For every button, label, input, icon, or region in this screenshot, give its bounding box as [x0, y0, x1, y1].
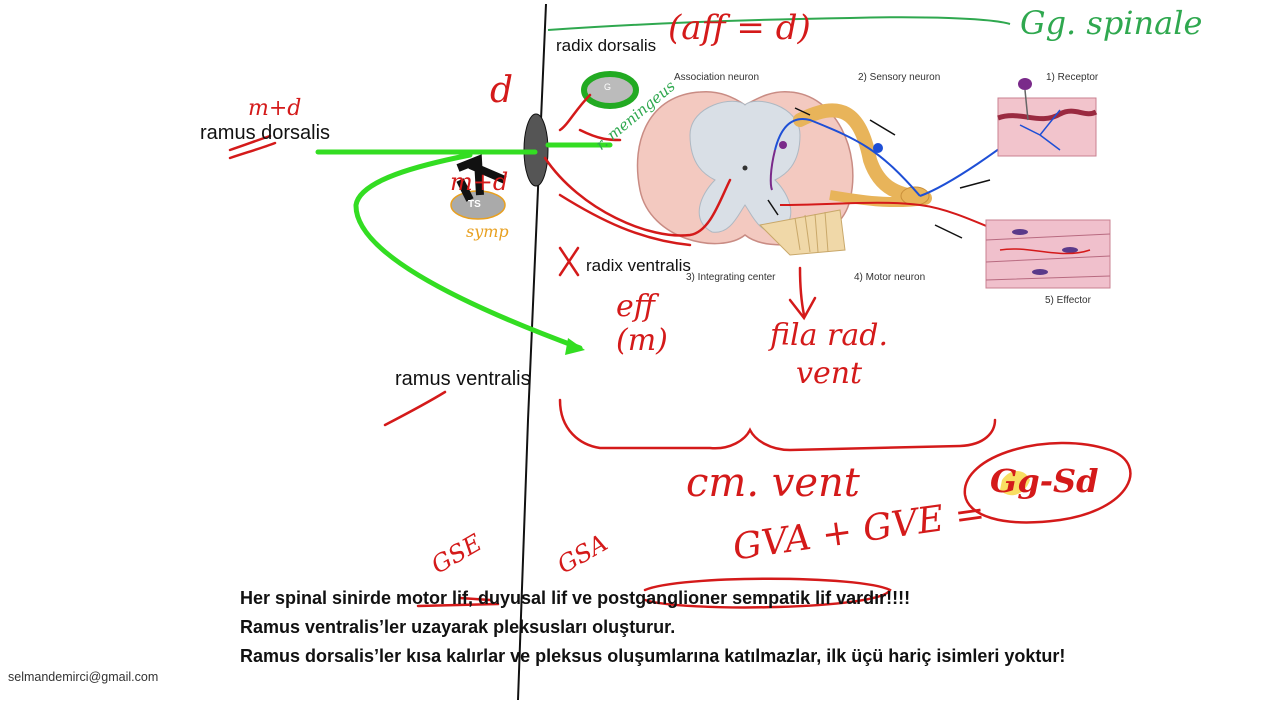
ink-symp: symp: [466, 222, 509, 241]
spinal-cord-section: [636, 90, 854, 256]
ventral-arrow-head: [565, 338, 585, 355]
label-sensory-neuron: 2) Sensory neuron: [858, 72, 941, 83]
ink-gg-spinale: Gg. spinale: [1020, 4, 1203, 42]
notes-block: Her spinal sinirde motor lif, duyusal li…: [240, 584, 1065, 671]
label-radix-ventralis: radix ventralis: [586, 256, 691, 275]
label-receptor: 1) Receptor: [1046, 72, 1099, 83]
receptor-skin-block: [997, 78, 1098, 157]
black-ink-mark: [456, 154, 507, 202]
green-ink-line: [547, 16, 1011, 31]
label-sympathetic-ganglion: TS: [468, 199, 481, 210]
ink-vent: vent: [796, 356, 863, 391]
label-radix-dorsalis: radix dorsalis: [556, 36, 657, 55]
footer-email: selmandemirci@gmail.com: [8, 670, 159, 684]
highlight-mark: [1000, 471, 1030, 496]
ink-d: d: [490, 70, 514, 111]
label-ramus-dorsalis: ramus dorsalis: [200, 122, 331, 144]
ink-eff-m: eff (m): [616, 289, 668, 358]
label-effector: 5) Effector: [1045, 295, 1091, 306]
ink-fila-rad: fila rad.: [770, 318, 888, 353]
green-nerve-drawing: [315, 142, 613, 351]
note-line-2: Ramus ventralis’ler uzayarak pleksusları…: [240, 617, 676, 637]
ink-circle-text: Gg-Sd: [990, 462, 1099, 500]
label-motor-neuron: 4) Motor neuron: [854, 272, 926, 283]
label-association-neuron: Association neuron: [674, 72, 760, 83]
note-line-1: Her spinal sinirde motor lif, duyusal li…: [240, 588, 911, 608]
label-integrating-center: 3) Integrating center: [686, 272, 776, 283]
label-ramus-ventralis: ramus ventralis: [395, 368, 531, 390]
reflex-arrows: [767, 107, 991, 239]
effector-muscle-block: [985, 219, 1111, 289]
dorsal-root-figure: [769, 103, 1061, 256]
red-ink-strokes: [228, 93, 1132, 609]
ink-m-d: m+d: [248, 96, 302, 121]
midline-divider: [517, 3, 547, 701]
spinal-ganglion: [581, 71, 639, 109]
ink-aff-d: (aff = d): [668, 8, 811, 48]
ink-m-d-2: m+d: [450, 168, 509, 196]
note-line-3: Ramus dorsalis’ler kısa kalırlar ve plek…: [240, 646, 1066, 666]
ink-cm-vent: cm. vent: [686, 460, 860, 506]
label-spinal-ganglion: G: [604, 82, 612, 92]
